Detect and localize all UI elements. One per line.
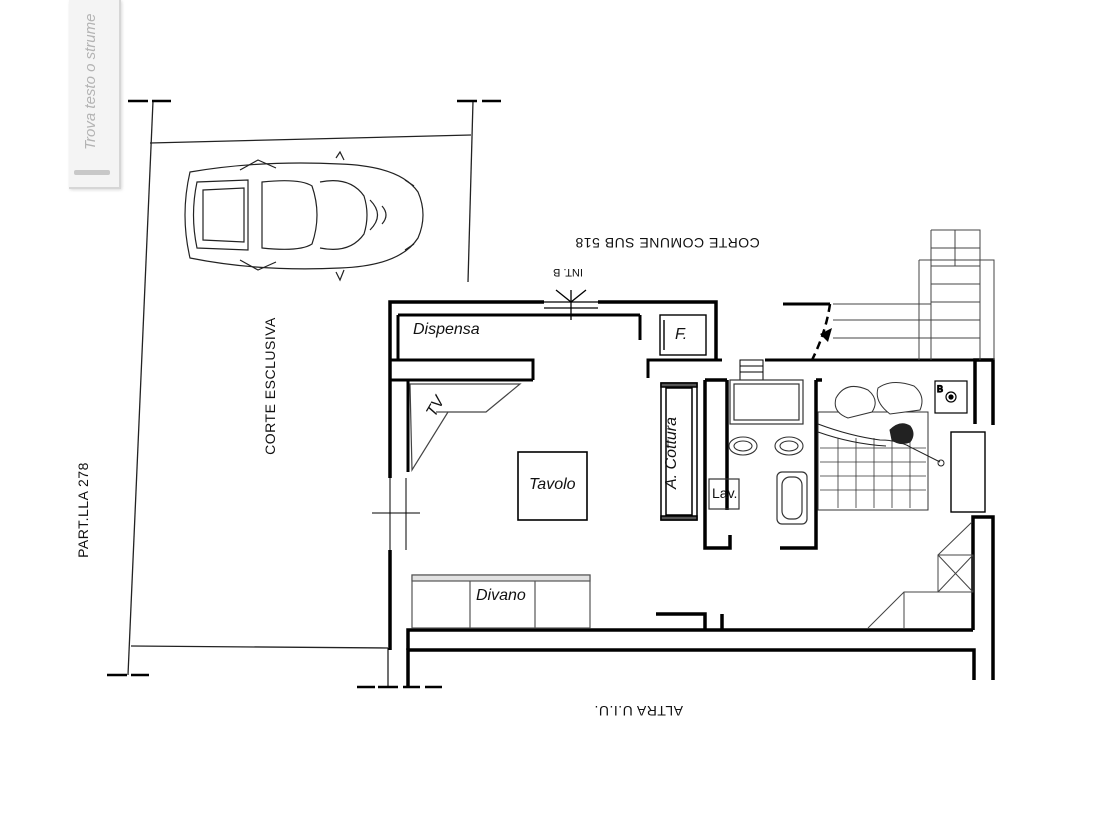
fridge-icon xyxy=(659,314,707,356)
stair-landing-walls xyxy=(646,302,975,378)
stair-door-swing xyxy=(810,303,832,361)
stair-slot xyxy=(739,359,764,381)
sofa xyxy=(411,574,591,629)
dining-table xyxy=(517,451,588,521)
toilet-icon xyxy=(774,436,804,456)
wardrobe xyxy=(950,431,986,513)
external-stair xyxy=(833,229,995,360)
tv-cabinet xyxy=(409,383,522,473)
label-corte-esclusiva: CORTE ESCLUSIVA xyxy=(261,317,278,455)
pantry-walls xyxy=(390,313,642,380)
search-panel[interactable]: Trova testo o strume xyxy=(69,0,121,189)
bidet-icon xyxy=(728,436,758,456)
courtyard-boundary xyxy=(127,100,474,688)
washbasin-icon xyxy=(776,471,808,525)
label-frigo: F. xyxy=(675,326,688,343)
label-tavolo: Tavolo xyxy=(529,476,576,493)
bed-quilt-grid xyxy=(820,438,926,508)
kitchen-counter xyxy=(660,382,698,521)
shower-tray xyxy=(729,379,804,425)
washing-machine-icon xyxy=(708,478,740,510)
svg-text:B: B xyxy=(937,384,943,394)
exterior-walls xyxy=(388,300,995,686)
car-icon xyxy=(184,150,424,282)
label-dispensa: Dispensa xyxy=(413,321,480,338)
boundary-dash-marks xyxy=(107,99,501,689)
living-partition xyxy=(390,378,533,472)
label-corte-comune: CORTE COMUNE SUB 518 xyxy=(575,235,760,251)
panel-handle[interactable] xyxy=(74,170,110,175)
corner-closet xyxy=(867,521,974,629)
label-cottura: A. Cottura xyxy=(663,416,681,490)
label-ingresso: INT. B xyxy=(553,266,583,278)
entrance-marker xyxy=(544,289,598,320)
stair-arrow-icon xyxy=(820,328,832,342)
label-lavatrice: Lav. xyxy=(712,485,738,501)
sleeping-person xyxy=(817,423,945,467)
bed xyxy=(817,411,929,511)
label-altra-uiu: ALTRA U.I.U. xyxy=(594,703,683,719)
nightstand: B xyxy=(934,380,968,414)
label-particella: PART.LLA 278 xyxy=(74,462,91,558)
bathroom-walls xyxy=(656,378,822,630)
pillows xyxy=(834,382,923,419)
west-window xyxy=(372,478,420,550)
label-divano: Divano xyxy=(476,587,526,604)
